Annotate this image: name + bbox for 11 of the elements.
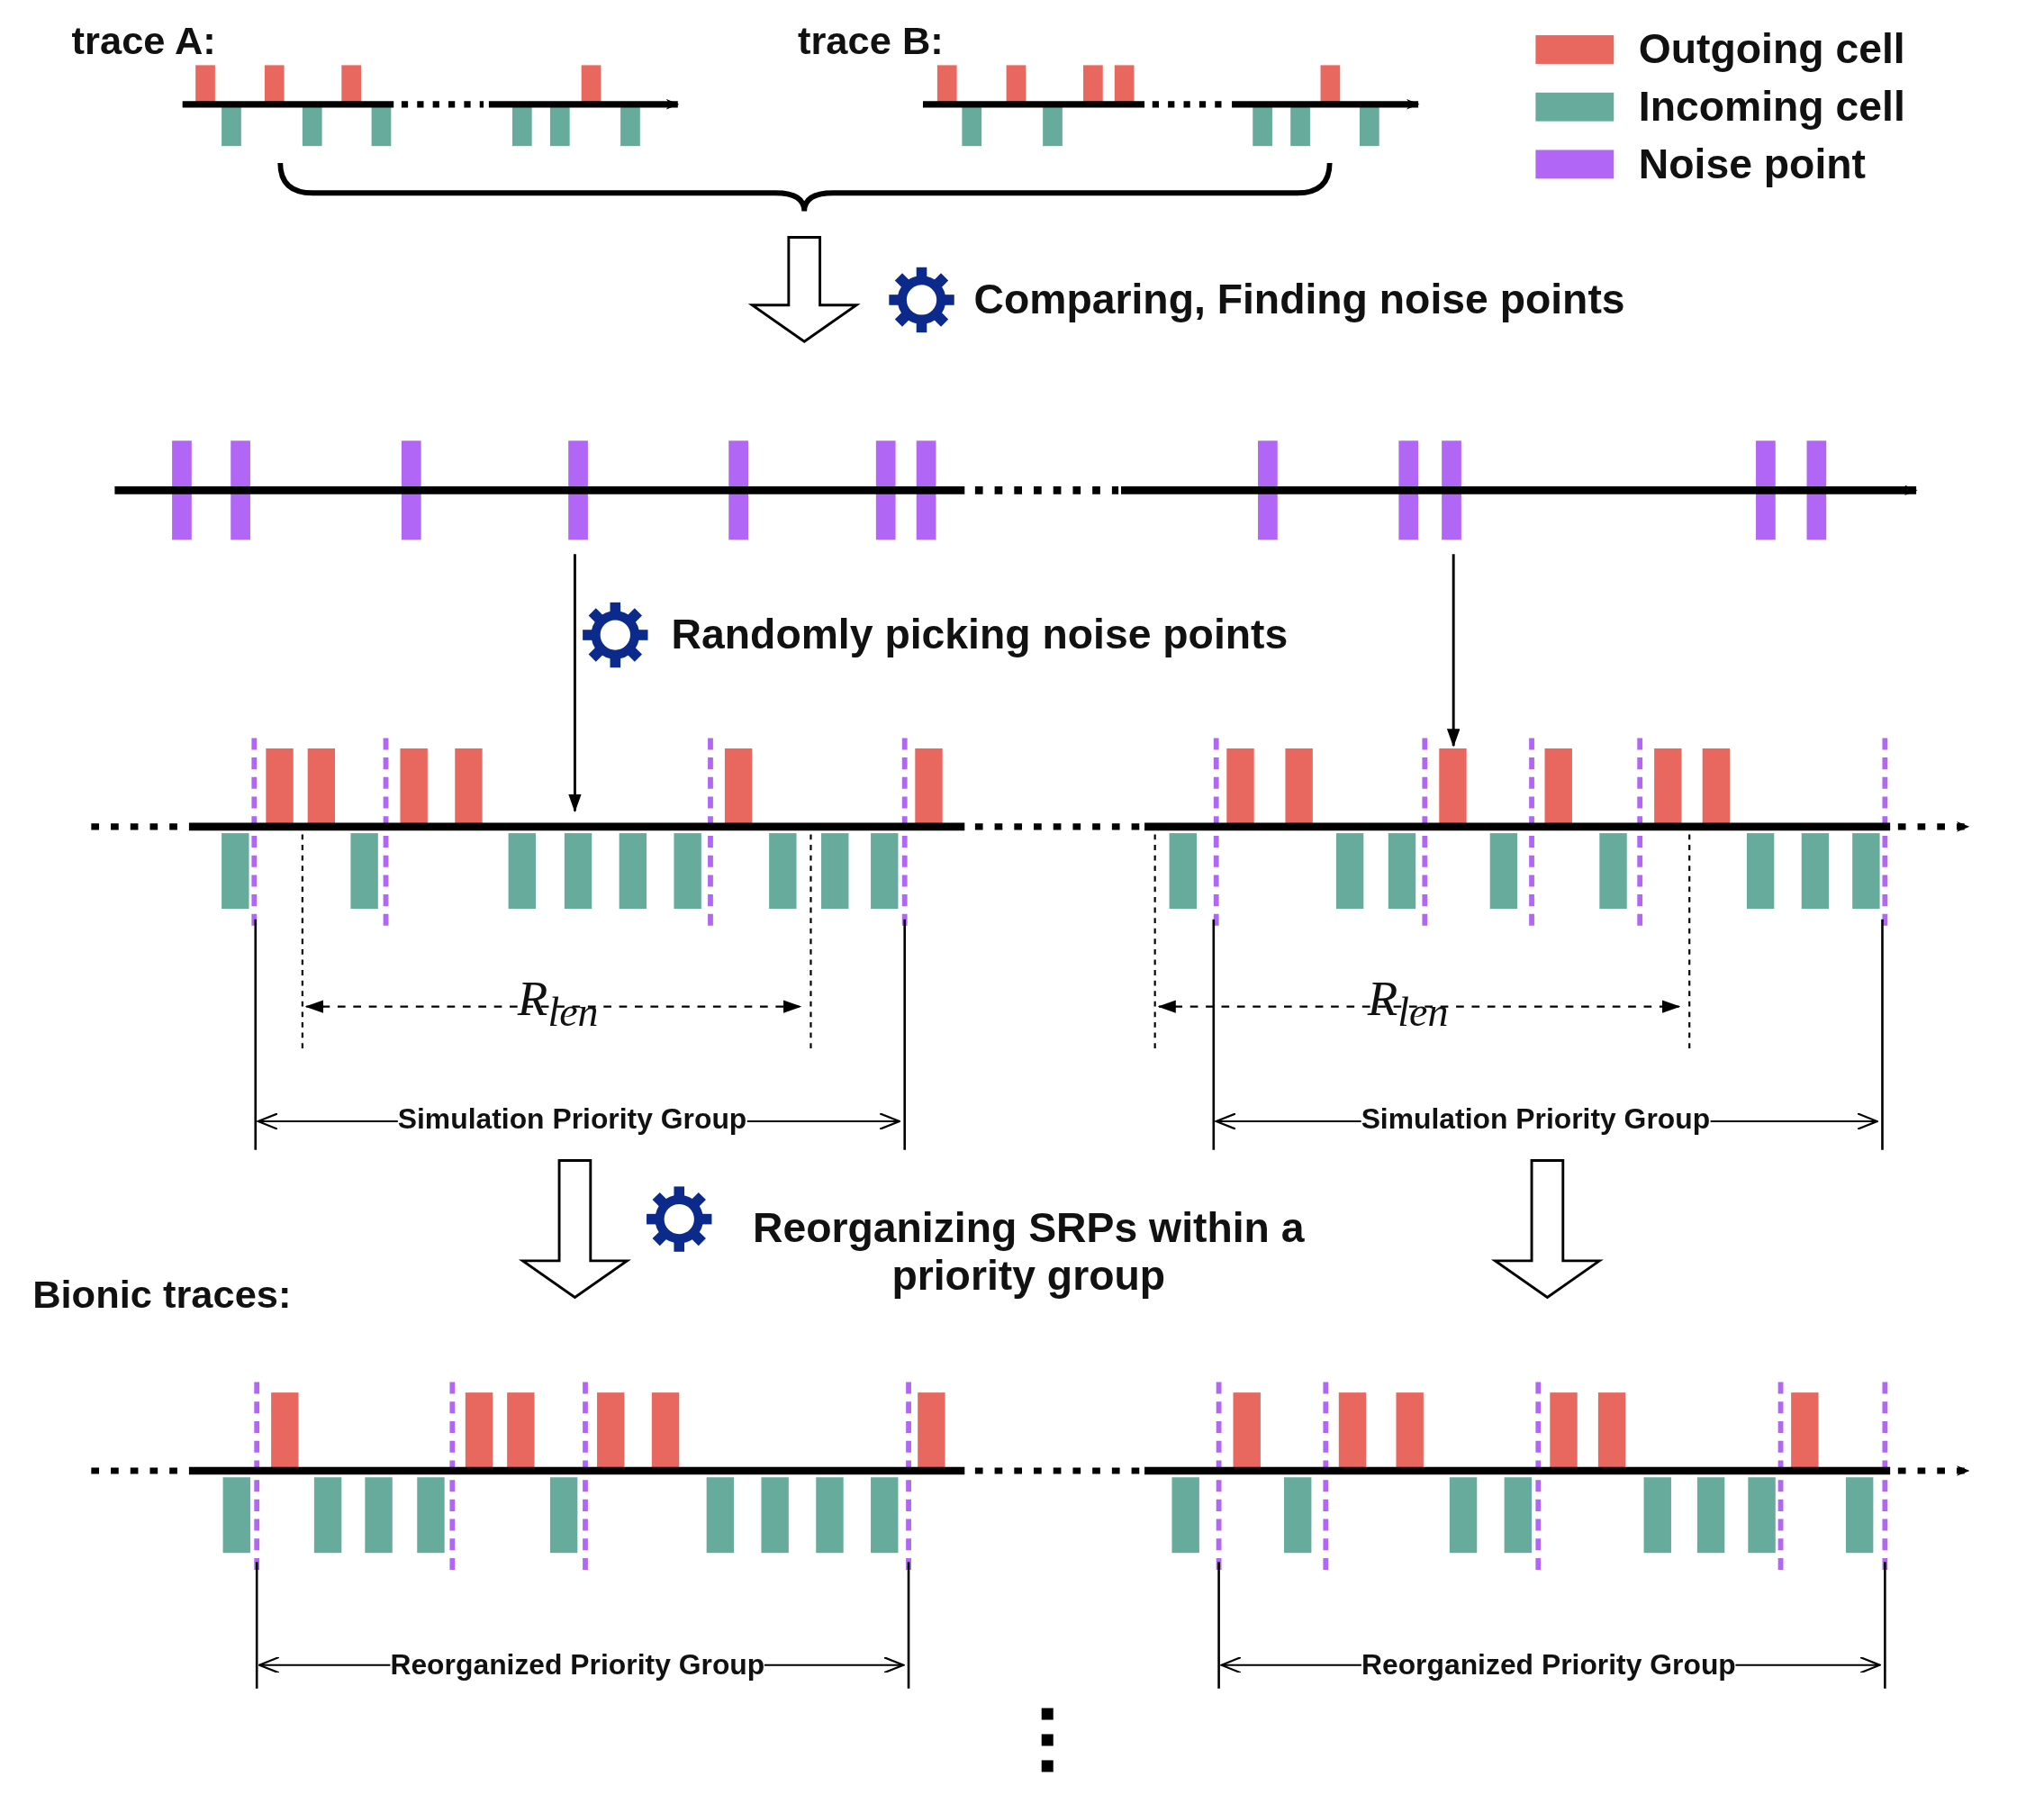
section-label: Bionic traces: (32, 1272, 292, 1318)
trace-label: trace A: (71, 19, 216, 65)
math-symbol: R$_{len}$ (1367, 970, 1449, 1038)
legend-label: Noise point (1638, 140, 1866, 189)
step-label: Randomly picking noise points (671, 611, 1289, 659)
legend-label: Incoming cell (1638, 83, 1905, 131)
math-symbol: R$_{len}$ (517, 970, 599, 1038)
trace-label: trace B: (798, 19, 944, 65)
step-label: Comparing, Finding noise points (973, 276, 1625, 324)
legend-label: Outgoing cell (1638, 25, 1905, 74)
step-label: Reorganizing SRPs within a priority group (751, 1203, 1306, 1301)
